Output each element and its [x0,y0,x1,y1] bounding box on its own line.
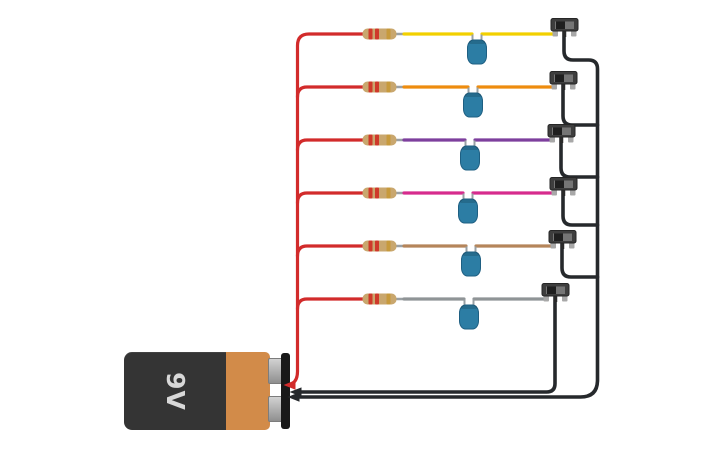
ground-wire-circuit-4[interactable] [561,188,600,227]
negative-bus-wire[interactable] [297,30,600,399]
led-circuit-1[interactable] [467,34,487,65]
resistor-circuit-5[interactable] [362,240,397,252]
resistor-circuit-4[interactable] [362,187,397,199]
resistor-circuit-3[interactable] [362,134,397,146]
resistor-band [368,293,373,305]
circuit-4[interactable] [295,177,600,227]
led-flange [463,252,479,256]
resistor-body [362,134,397,146]
led-circuit-3[interactable] [460,140,480,171]
resistor-circuit-2[interactable] [362,81,397,93]
resistor-band [375,240,379,252]
ground-wire-circuit-3[interactable] [559,135,600,179]
power-wire-circuit-5[interactable] [295,244,370,258]
switch-center-pin [560,241,565,249]
ground-wire-circuit-6[interactable] [299,294,557,394]
led-flange [460,199,476,203]
resistor-band [375,187,379,199]
slideswitch-circuit-5[interactable] [548,230,577,250]
led-circuit-6[interactable] [459,299,479,330]
positive-power-bus[interactable] [283,32,370,390]
led-flange [465,93,481,97]
resistor-band [386,240,391,252]
resistor-body [362,81,397,93]
resistor-band [368,134,373,146]
battery-cap [281,353,290,429]
led-body[interactable] [467,39,487,65]
resistor-band [386,134,391,146]
led-body[interactable] [461,251,481,277]
resistor-band [368,28,373,40]
resistor-body [362,187,397,199]
led-body[interactable] [463,92,483,118]
positive-arrow-icon [283,380,296,390]
led-body[interactable] [459,304,479,330]
switch-knob[interactable] [555,180,564,189]
led-flange [461,305,477,309]
led-body[interactable] [458,198,478,224]
slideswitch-circuit-6[interactable] [541,283,570,303]
resistor-band [386,81,391,93]
resistor-band [375,81,379,93]
switch-center-pin [561,82,566,90]
resistor-body [362,240,397,252]
resistor-band [375,134,379,146]
resistor-band [375,28,379,40]
negative-arrow-icon [289,387,302,397]
switch-center-pin [553,294,558,302]
circuit-6[interactable] [289,283,570,397]
resistor-body [362,28,397,40]
circuit-5[interactable] [295,230,600,279]
led-flange [462,146,478,150]
circuit-1[interactable] [362,18,579,65]
resistor-band [386,187,391,199]
resistor-band [368,240,373,252]
power-wire-circuit-2[interactable] [295,85,370,99]
switch-center-pin [562,29,567,37]
switch-center-pin [559,135,564,143]
slideswitch-circuit-4[interactable] [549,177,578,197]
resistor-body [362,293,397,305]
led-body[interactable] [460,145,480,171]
led-flange [469,40,485,44]
switch-knob[interactable] [553,127,562,136]
slideswitch-circuit-2[interactable] [549,71,578,91]
switch-knob[interactable] [555,74,564,83]
power-wire-circuit-6[interactable] [295,297,370,311]
ground-wire-circuit-2[interactable] [561,82,600,127]
resistor-circuit-6[interactable] [362,293,397,305]
resistor-circuit-1[interactable] [362,28,397,40]
slideswitch-circuit-1[interactable] [550,18,579,38]
led-circuit-4[interactable] [458,193,478,224]
battery-cell [226,352,270,430]
ground-wire-circuit-5[interactable] [560,241,600,279]
power-wire-circuit-4[interactable] [295,191,370,205]
resistor-band [375,293,379,305]
switch-knob[interactable] [554,233,563,242]
slideswitch-circuit-3[interactable] [547,124,576,144]
circuit-3[interactable] [295,124,600,179]
switch-knob[interactable] [547,286,556,295]
resistor-band [386,293,391,305]
circuit-2[interactable] [295,71,600,127]
resistor-band [368,81,373,93]
power-wire-circuit-3[interactable] [295,138,370,152]
resistor-band [386,28,391,40]
led-circuit-2[interactable] [463,87,483,118]
resistor-band [368,187,373,199]
led-circuit-5[interactable] [461,246,481,277]
switch-knob[interactable] [556,21,565,30]
switch-center-pin [561,188,566,196]
